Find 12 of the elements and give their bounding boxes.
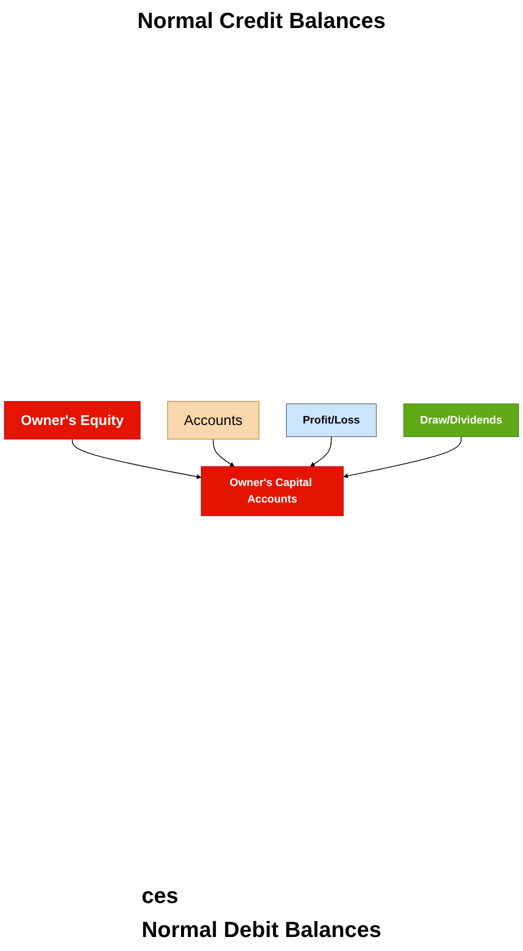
arrow <box>343 436 462 478</box>
note-text: Normal Debit Balances <box>142 917 382 943</box>
node-box: Profit/Loss <box>286 404 377 437</box>
note-text: ces <box>142 883 180 909</box>
node-box: Accounts <box>167 401 260 440</box>
arrow <box>212 438 235 467</box>
node-box: Owner's Equity <box>4 401 140 440</box>
node-box: Owner's Capital Accounts <box>200 466 344 516</box>
node-box: Draw/Dividends <box>403 404 519 437</box>
arrow <box>72 438 202 479</box>
note-text: Normal Credit Balances <box>137 8 386 34</box>
arrow <box>310 436 332 467</box>
